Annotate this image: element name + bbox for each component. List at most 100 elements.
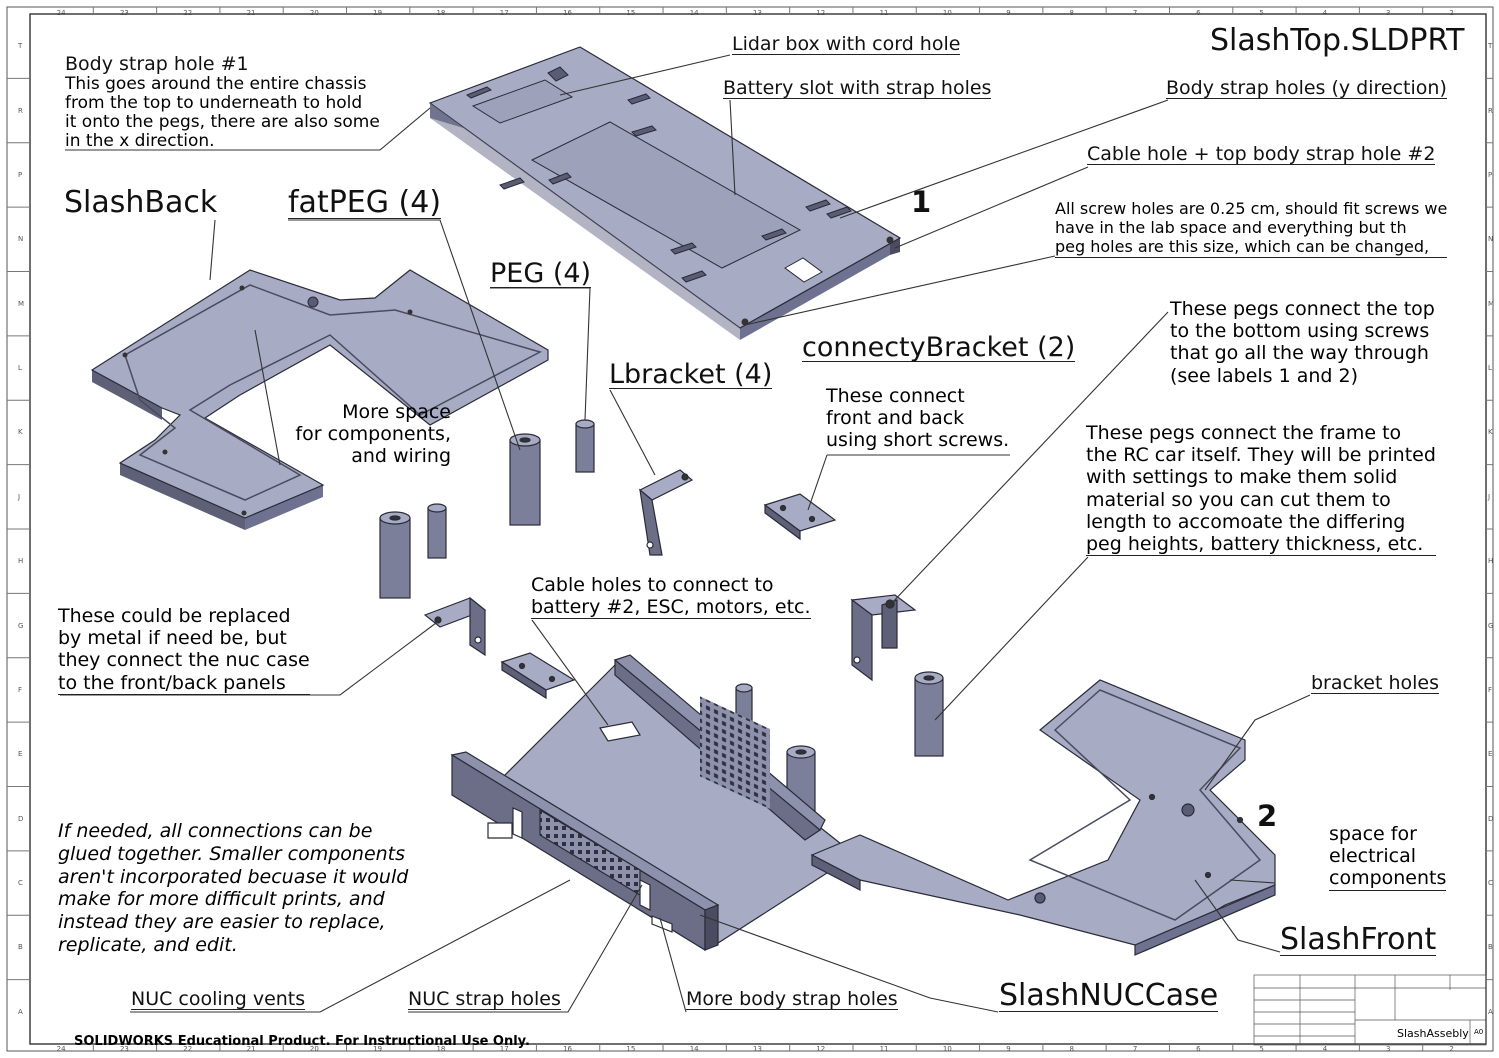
zone-col-top: 2 (1449, 9, 1454, 17)
slash-back-label: SlashBack (64, 185, 218, 220)
zone-ticks (7, 7, 1493, 1051)
zone-col-bottom: 18 (436, 1045, 446, 1053)
note-line: All screw holes are 0.25 cm, should fit … (1055, 199, 1448, 218)
zone-col-top: 11 (879, 9, 889, 17)
note-line: with settings to make them solid (1086, 466, 1398, 489)
zone-row-left: F (18, 685, 23, 694)
note-line: (see labels 1 and 2) (1170, 364, 1359, 387)
nuc-strap-label: NUC strap holes (408, 988, 561, 1010)
cable-holes-note: Cable holes to connect to battery #2, ES… (531, 574, 811, 620)
cable-hole-label: Cable hole + top body strap hole #2 (1087, 143, 1436, 165)
zone-col-top: 3 (1386, 9, 1391, 17)
zone-col-top: 15 (626, 9, 636, 17)
zone-col-top: 22 (183, 9, 193, 17)
title-block-name: SlashAssebly (1397, 1027, 1469, 1040)
note-line: have in the lab space and everything but… (1055, 218, 1407, 238)
zone-row-left: R (18, 106, 23, 115)
note-line: that go all the way through (1170, 342, 1429, 365)
pegs-top-bottom-note: These pegs connect the top to the bottom… (1170, 298, 1435, 387)
note-line: instead they are easier to replace, (58, 911, 386, 934)
zone-row-left: D (18, 814, 24, 823)
glued-note: If needed, all connections can be glued … (58, 820, 408, 957)
note-line: they connect the nuc case (58, 649, 310, 672)
note-line: by metal if need be, but (58, 627, 287, 650)
peg-label: PEG (4) (490, 258, 592, 289)
note-line: using short screws. (826, 429, 1010, 452)
zone-col-bottom: 6 (1196, 1045, 1201, 1053)
connecty-bracket-2 (500, 652, 576, 700)
zone-row-left: C (18, 879, 23, 888)
fat-peg-2 (379, 511, 411, 599)
body-strap-y-label: Body strap holes (y direction) (1166, 77, 1447, 99)
zone-row-right: D (1488, 814, 1494, 823)
zone-row-right: H (1488, 557, 1494, 566)
zone-col-top: 13 (753, 9, 762, 17)
nuc-vents-label: NUC cooling vents (131, 988, 306, 1010)
zone-col-top: 8 (1069, 9, 1074, 17)
lbracket-2 (423, 596, 487, 657)
title-block (1253, 974, 1487, 1046)
fat-peg-3 (914, 671, 944, 757)
zone-col-bottom: 21 (246, 1045, 256, 1053)
zone-col-bottom: 23 (119, 1045, 129, 1053)
note-line: battery #2, ESC, motors, etc. (531, 596, 811, 620)
zone-row-right: R (1488, 106, 1493, 115)
zone-row-left: H (18, 557, 24, 566)
drawing-title: SlashTop.SLDPRT (1210, 23, 1465, 58)
slash-top-part (428, 46, 902, 340)
lbracket-1 (638, 469, 694, 556)
zone-row-left: L (18, 364, 22, 373)
note-line: front and back (826, 407, 965, 430)
connect-front-back-note: These connect front and back using short… (826, 385, 1009, 452)
zone-row-right: N (1488, 235, 1494, 244)
note-line: from the top to underneath to hold (65, 93, 363, 114)
note-line: space for (1329, 823, 1417, 845)
zone-col-top: 7 (1132, 9, 1138, 17)
zone-col-top: 23 (119, 9, 129, 17)
zone-col-top: 4 (1322, 9, 1328, 17)
zone-col-bottom: 24 (56, 1045, 66, 1053)
note-line: These pegs connect the frame to (1086, 422, 1402, 444)
zone-col-top: 12 (816, 9, 826, 17)
connecty-bracket-label: connectyBracket (2) (802, 332, 1076, 363)
more-body-strap-label: More body strap holes (686, 988, 898, 1010)
note-line: glued together. Smaller components (58, 842, 406, 865)
zone-col-top: 21 (246, 9, 256, 17)
note-line: These pegs connect the top (1170, 298, 1435, 320)
zone-col-bottom: 3 (1386, 1045, 1391, 1053)
zone-col-top: 19 (373, 9, 383, 17)
note-line: for components, (295, 423, 451, 446)
zone-row-left: K (18, 428, 23, 437)
zone-col-bottom: 10 (942, 1045, 952, 1053)
lbracket-label: Lbracket (4) (609, 359, 773, 390)
leader-lines (60, 54, 1311, 1013)
zone-row-left: M (18, 299, 25, 308)
peg-1 (575, 419, 595, 473)
zone-col-bottom: 14 (689, 1045, 699, 1053)
zone-row-left: G (18, 621, 24, 630)
body-strap-hole-heading: Body strap hole #1 (65, 53, 249, 75)
zone-row-right: C (1488, 879, 1493, 888)
note-line: replicate, and edit. (58, 933, 238, 956)
screw-holes-note: All screw holes are 0.25 cm, should fit … (1055, 199, 1448, 258)
zone-col-top: 24 (56, 9, 66, 17)
zone-row-left: P (18, 170, 23, 179)
zone-col-top: 20 (309, 9, 319, 17)
zone-row-right: K (1488, 428, 1493, 437)
zone-col-top: 14 (689, 9, 699, 17)
pegs-frame-note: These pegs connect the frame to the RC c… (1086, 422, 1436, 557)
note-line: This goes around the entire chassis (65, 74, 367, 94)
zone-row-left: B (18, 943, 23, 952)
note-line: it onto the pegs, there are also some (65, 112, 380, 133)
note-line: the RC car itself. They will be printed (1086, 444, 1436, 467)
zone-col-bottom: 19 (373, 1045, 383, 1053)
note-line: and wiring (351, 445, 451, 468)
note-line: components (1329, 867, 1447, 891)
zone-col-top: 5 (1259, 9, 1264, 17)
zone-col-bottom: 4 (1322, 1045, 1328, 1053)
zone-row-right: F (1488, 685, 1493, 694)
zone-row-right: L (1488, 364, 1492, 373)
zone-row-right: E (1488, 750, 1493, 759)
zone-col-bottom: 20 (309, 1045, 319, 1053)
